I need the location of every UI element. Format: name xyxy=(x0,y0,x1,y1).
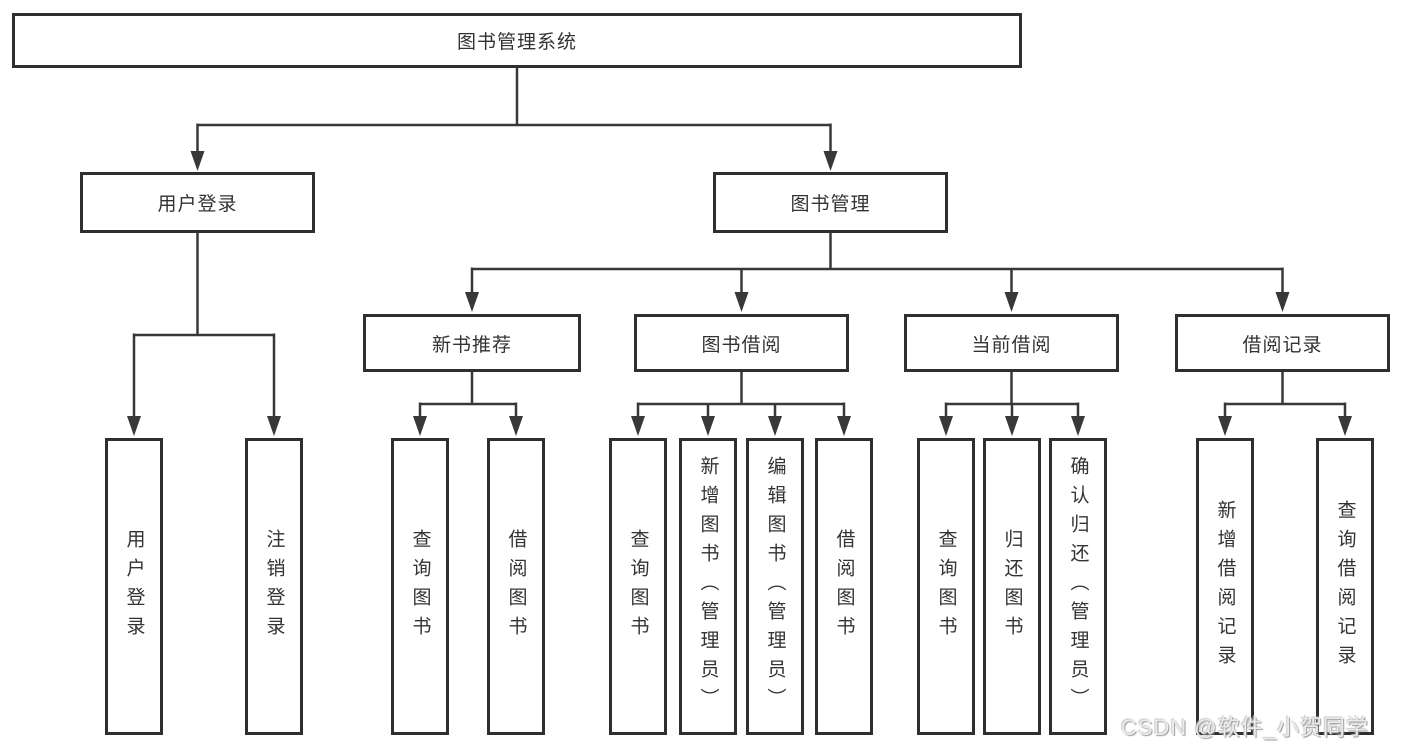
node-borrowing-records: 借阅记录 xyxy=(1175,314,1390,372)
leaf-confirm-return-admin: 确认归还（管理员） xyxy=(1049,438,1107,735)
leaf-user-login: 用户登录 xyxy=(105,438,163,735)
node-new-book-recommend: 新书推荐 xyxy=(363,314,581,372)
node-current-borrowing: 当前借阅 xyxy=(904,314,1119,372)
leaf-edit-books-admin: 编辑图书（管理员） xyxy=(746,438,804,735)
leaf-return-books: 归还图书 xyxy=(983,438,1041,735)
leaf-borrow-books-recommend: 借阅图书 xyxy=(487,438,545,735)
node-user-login: 用户登录 xyxy=(80,172,315,233)
leaf-query-books-current: 查询图书 xyxy=(917,438,975,735)
leaf-query-books-recommend: 查询图书 xyxy=(391,438,449,735)
csdn-watermark: CSDN @软件_小贺同学 xyxy=(1120,715,1369,740)
node-root-library-management-system: 图书管理系统 xyxy=(12,13,1022,68)
leaf-query-borrow-record: 查询借阅记录 xyxy=(1316,438,1374,735)
leaf-borrow-books: 借阅图书 xyxy=(815,438,873,735)
leaf-query-books-borrowing: 查询图书 xyxy=(609,438,667,735)
node-book-management: 图书管理 xyxy=(713,172,948,233)
leaf-logout: 注销登录 xyxy=(245,438,303,735)
leaf-add-borrow-record: 新增借阅记录 xyxy=(1196,438,1254,735)
leaf-add-books-admin: 新增图书（管理员） xyxy=(679,438,737,735)
arrowheads xyxy=(127,151,1352,436)
node-book-borrowing: 图书借阅 xyxy=(634,314,849,372)
